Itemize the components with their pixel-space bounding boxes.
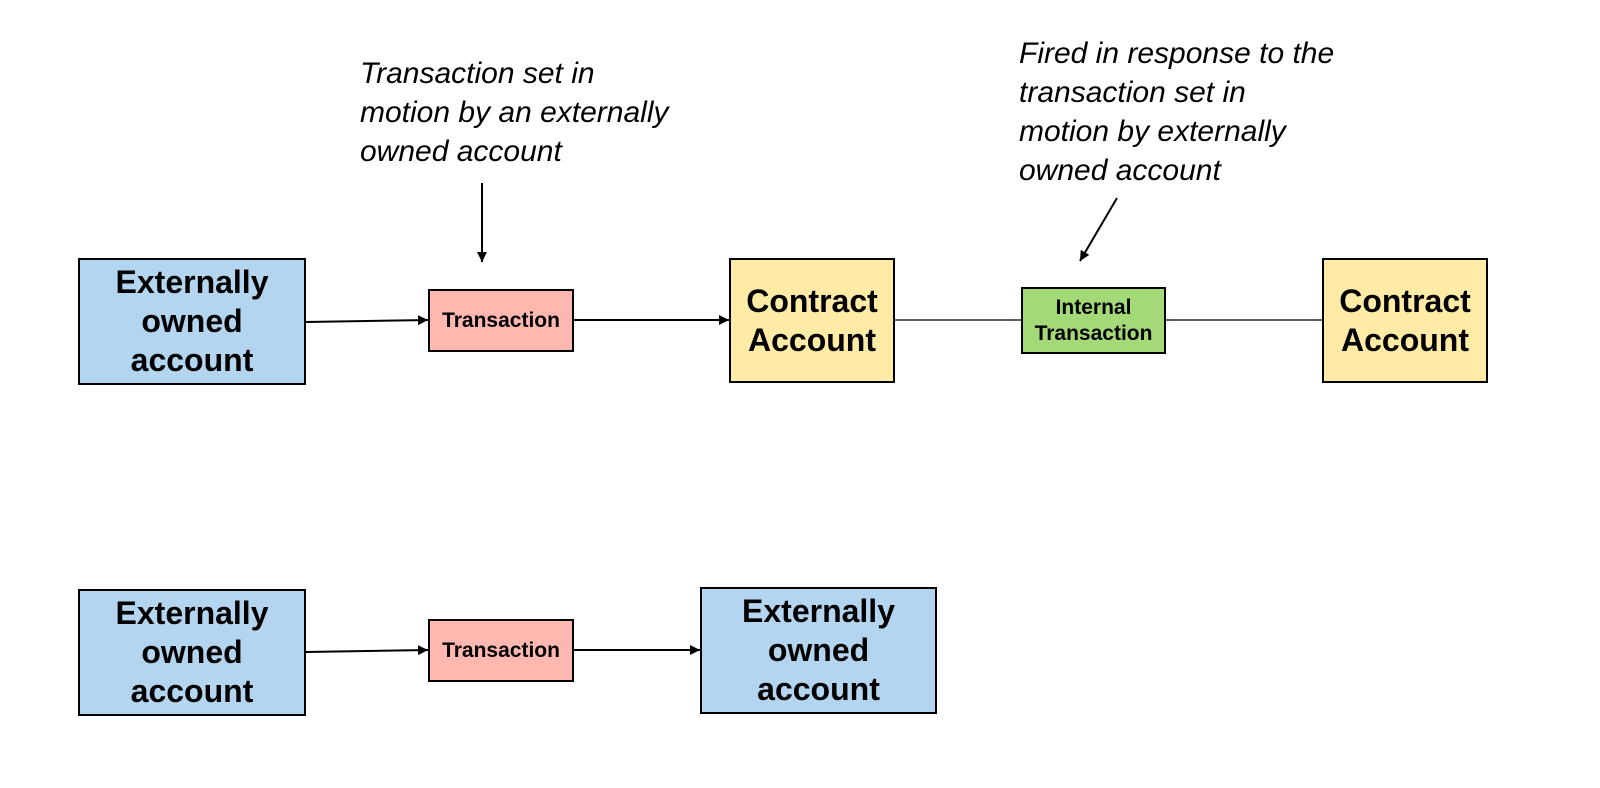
contract-account-label-2: Contract Account <box>1339 282 1471 358</box>
internal-transaction-annotation: Fired in response to the transaction set… <box>1019 37 1335 187</box>
externally-owned-account-node-sender: Externally owned account <box>78 589 306 716</box>
contract-account-node: Contract Account <box>729 258 895 383</box>
transaction-node-row2: Transaction <box>428 619 574 682</box>
transaction-node: Transaction <box>428 289 574 352</box>
arrow-eoa-to-transaction-row2 <box>305 645 429 656</box>
contract-account-node-2: Contract Account <box>1322 258 1488 383</box>
externally-owned-account-label-sender: Externally owned account <box>115 595 269 709</box>
transaction-annotation: Transaction set in motion by an external… <box>360 57 669 168</box>
transaction-label: Transaction <box>442 308 560 332</box>
internal-transaction-node: Internal Transaction <box>1021 287 1166 354</box>
internal-transaction-label: Internal Transaction <box>1034 295 1153 345</box>
externally-owned-account-label: Externally owned account <box>115 264 269 378</box>
externally-owned-account-node-receiver: Externally owned account <box>700 587 937 714</box>
externally-owned-account-node: Externally owned account <box>78 258 306 385</box>
externally-owned-account-label-receiver: Externally owned account <box>742 593 895 707</box>
arrow-note-to-internal <box>1079 197 1118 262</box>
arrow-eoa-to-transaction <box>305 315 429 326</box>
contract-account-label: Contract Account <box>746 282 878 358</box>
transaction-label-row2: Transaction <box>442 638 560 662</box>
